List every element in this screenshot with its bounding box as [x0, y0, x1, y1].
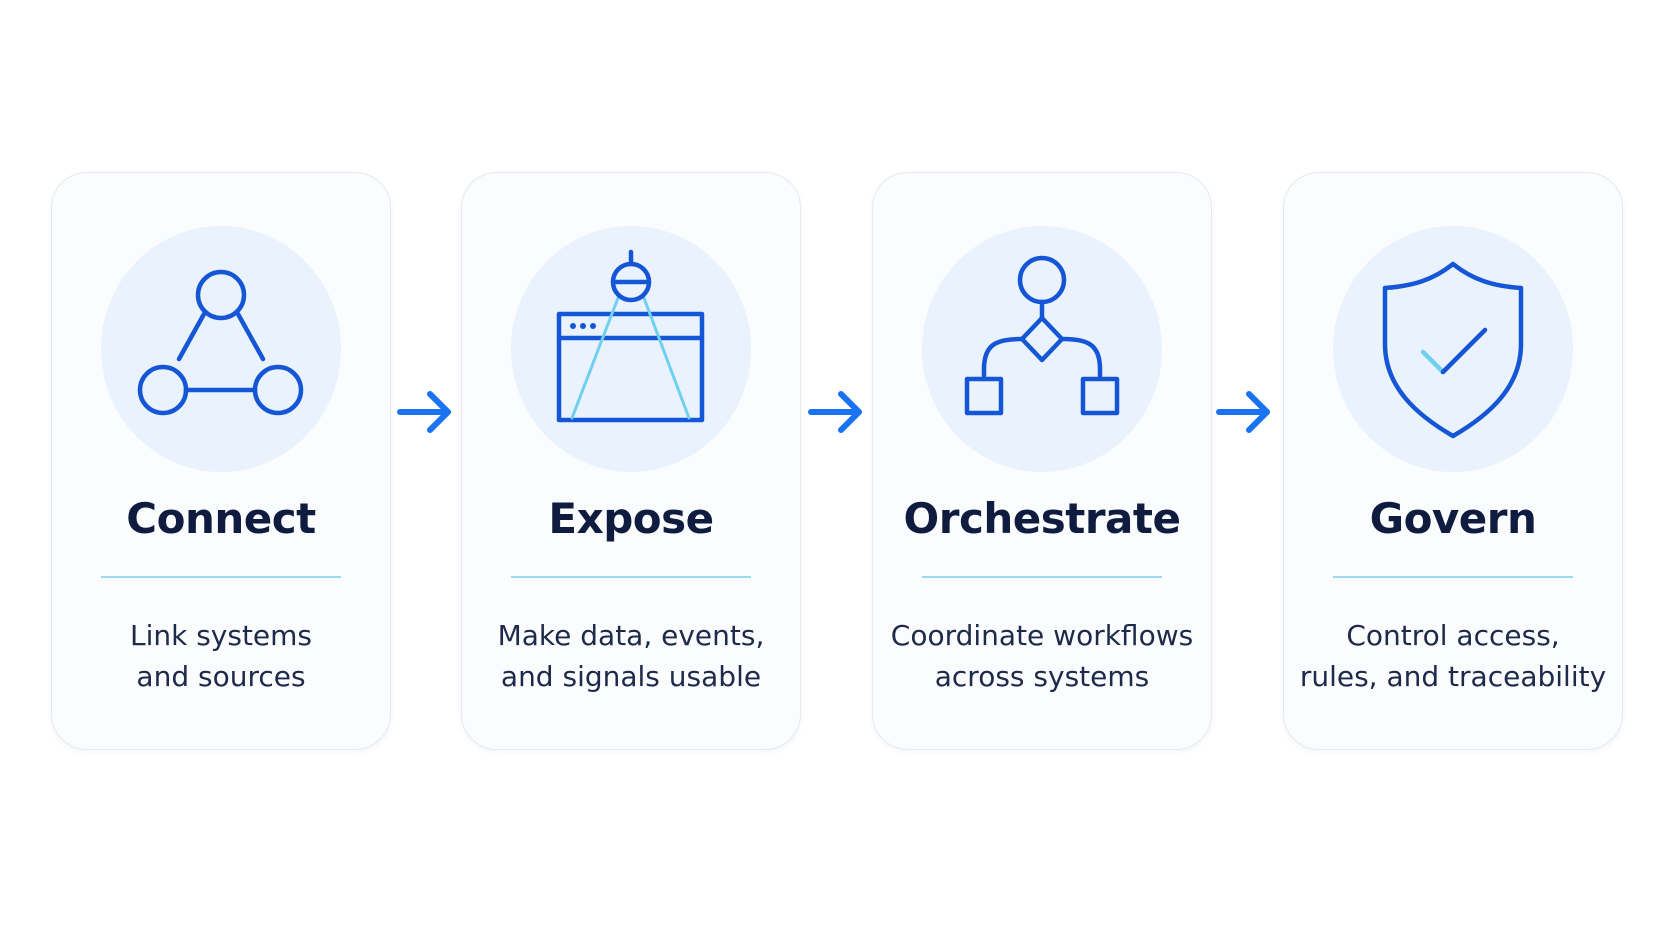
description-line: and signals usable: [500, 660, 762, 693]
description-line: Make data, events,: [497, 619, 765, 652]
divider: [511, 576, 751, 578]
step-description: Make data, events, and signals usable: [462, 615, 800, 697]
step-description: Coordinate workflows across systems: [873, 615, 1211, 697]
step-title: Orchestrate: [903, 494, 1181, 543]
window-spotlight-icon: [556, 249, 705, 423]
icon-background-circle: [1333, 226, 1573, 472]
divider: [101, 576, 341, 578]
description-line: and sources: [136, 660, 306, 693]
description-line: Coordinate workflows: [890, 619, 1194, 652]
step-card-orchestrate: Orchestrate Coordinate workflows across …: [872, 172, 1212, 750]
divider: [922, 576, 1162, 578]
icon-background-circle: [922, 226, 1162, 472]
step-card-govern: Govern Control access, rules, and tracea…: [1283, 172, 1623, 750]
description-line: across systems: [934, 660, 1150, 693]
arrow-right-icon: [397, 391, 451, 433]
step-description: Control access, rules, and traceability: [1284, 615, 1622, 697]
step-title: Connect: [126, 494, 316, 543]
arrow-right-icon: [808, 391, 862, 433]
description-line: Control access,: [1346, 619, 1560, 652]
arrow-right-icon: [1216, 391, 1270, 433]
workflow-branch-icon: [964, 255, 1120, 416]
description-line: Link systems: [129, 619, 313, 652]
icon-background-circle: [511, 226, 751, 472]
divider: [1333, 576, 1573, 578]
step-title: Govern: [1369, 494, 1537, 543]
step-card-expose: Expose Make data, events, and signals us…: [461, 172, 801, 750]
icon-background-circle: [101, 226, 341, 472]
network-triangle-icon: [137, 269, 304, 416]
shield-check-icon: [1382, 261, 1524, 439]
description-line: rules, and traceability: [1299, 660, 1607, 693]
step-title: Expose: [548, 494, 714, 543]
step-card-connect: Connect Link systems and sources: [51, 172, 391, 750]
step-description: Link systems and sources: [52, 615, 390, 697]
